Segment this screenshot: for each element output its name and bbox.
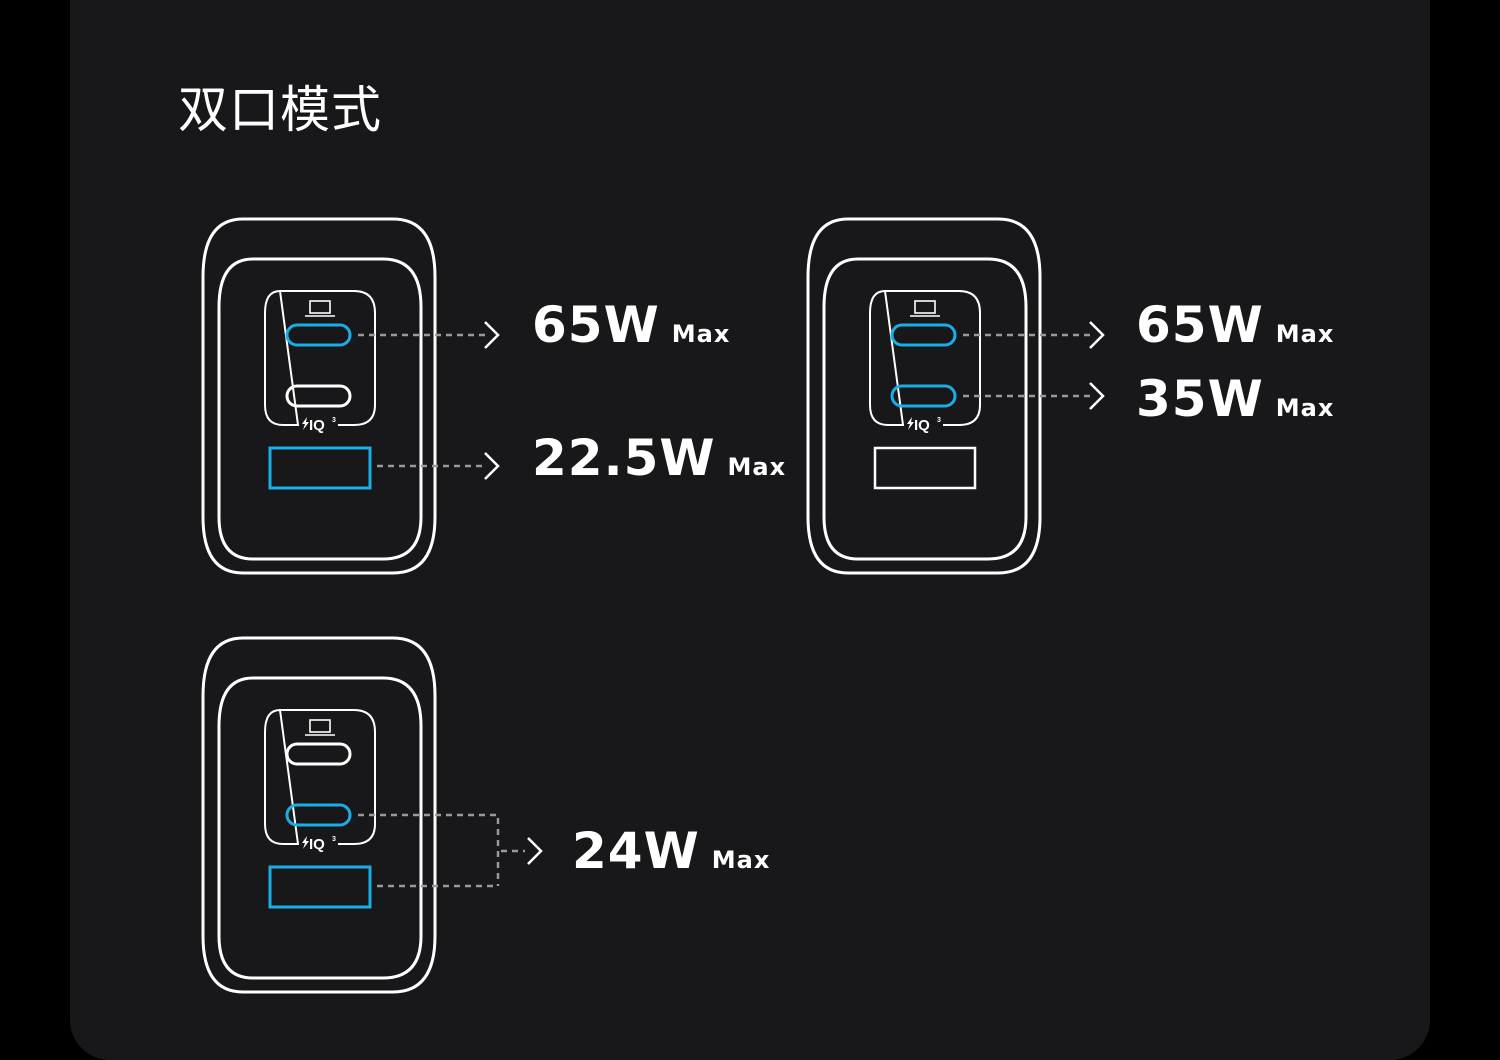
arrow-icon bbox=[527, 837, 543, 865]
page-title: 双口模式 bbox=[178, 81, 382, 139]
lightning-bolt-icon bbox=[302, 836, 309, 849]
usb-c2-port bbox=[890, 384, 957, 408]
charger-outer-shell bbox=[201, 217, 437, 575]
usb-c2-port bbox=[285, 803, 352, 827]
lightning-bolt-icon bbox=[302, 417, 309, 430]
charger-outer-shell bbox=[201, 636, 437, 994]
usb-c-module-outline bbox=[869, 289, 981, 426]
charger-illustration: IQ 3 bbox=[201, 217, 500, 575]
usb-a-port bbox=[268, 865, 372, 909]
svg-text:3: 3 bbox=[937, 417, 941, 424]
iq3-badge: IQ 3 bbox=[907, 417, 941, 434]
laptop-icon bbox=[910, 300, 940, 317]
usb-c1-port bbox=[890, 323, 957, 347]
charger-outer-shell bbox=[806, 217, 1042, 575]
usb-c1-port bbox=[285, 323, 352, 347]
iq3-badge: IQ 3 bbox=[302, 417, 336, 434]
usb-c1-port bbox=[285, 742, 352, 766]
dashed-connector-c2 bbox=[358, 813, 500, 886]
svg-text:3: 3 bbox=[332, 836, 336, 843]
charger-illustration: IQ 3 bbox=[201, 636, 543, 994]
charger-inner-face bbox=[217, 257, 423, 561]
svg-text:IQ: IQ bbox=[309, 417, 325, 434]
iq3-badge: IQ 3 bbox=[302, 836, 336, 853]
usb-a-port bbox=[268, 446, 372, 490]
arrow-icon bbox=[484, 452, 500, 480]
charger-inner-face bbox=[822, 257, 1028, 561]
usb-a-port bbox=[873, 446, 977, 490]
arrow-icon bbox=[484, 321, 500, 349]
charger-illustration: IQ 3 bbox=[806, 217, 1105, 575]
usb-c-module-outline bbox=[264, 708, 376, 845]
usb-c2-port bbox=[285, 384, 352, 408]
arrow-icon bbox=[1089, 382, 1105, 410]
svg-text:IQ: IQ bbox=[309, 836, 325, 853]
charger-inner-face bbox=[217, 676, 423, 980]
svg-text:3: 3 bbox=[332, 417, 336, 424]
lightning-bolt-icon bbox=[907, 417, 914, 430]
laptop-icon bbox=[305, 300, 335, 317]
content-panel bbox=[70, 0, 1430, 1060]
arrow-icon bbox=[1089, 321, 1105, 349]
laptop-icon bbox=[305, 719, 335, 736]
svg-text:IQ: IQ bbox=[914, 417, 930, 434]
usb-c-module-outline bbox=[264, 289, 376, 426]
